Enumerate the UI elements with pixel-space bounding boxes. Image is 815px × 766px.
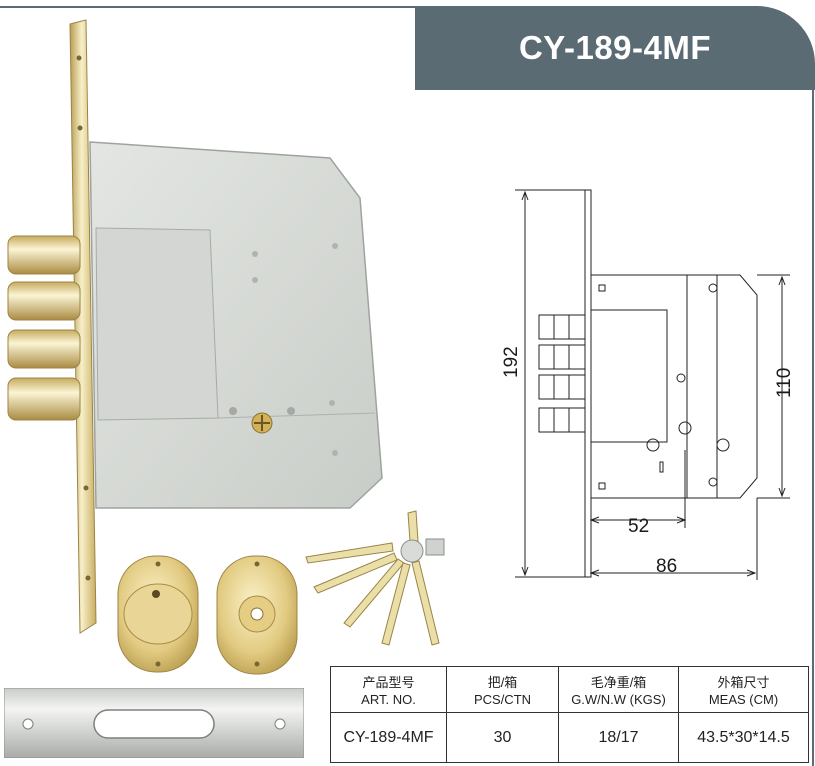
column-header-pcs-ctn: 把/箱 PCS/CTN	[446, 666, 559, 713]
dimension-drawing	[515, 189, 790, 580]
cell-weight: 18/17	[558, 712, 679, 763]
model-title: CY-189-4MF	[518, 29, 712, 66]
spec-value-row: CY-189-4MF 30 18/17 43.5*30*14.5	[330, 712, 809, 763]
column-header-en: G.W/N.W (KGS)	[571, 691, 666, 707]
dimension-backset: 52	[628, 516, 650, 537]
title-banner: CY-189-4MF	[415, 6, 815, 90]
bolts	[7, 235, 81, 421]
column-header-zh: 毛净重/箱	[590, 674, 647, 690]
column-header-en: PCS/CTN	[473, 691, 532, 707]
lock-photo	[7, 19, 383, 634]
strike-plate-photo	[4, 688, 304, 758]
cell-art-no: CY-189-4MF	[330, 712, 447, 763]
top-rule	[0, 6, 420, 8]
column-header-zh: 把/箱	[487, 674, 518, 690]
column-header-zh: 外箱尺寸	[717, 674, 770, 690]
right-rule	[812, 60, 814, 766]
spec-header-row: 产品型号 ART. NO. 把/箱 PCS/CTN 毛净重/箱 G.W/N.W …	[330, 666, 809, 713]
column-header-weight: 毛净重/箱 G.W/N.W (KGS)	[558, 666, 679, 713]
column-header-meas: 外箱尺寸 MEAS (CM)	[678, 666, 809, 713]
column-header-en: ART. NO.	[361, 691, 416, 707]
column-header-art-no: 产品型号 ART. NO.	[330, 666, 447, 713]
cell-meas: 43.5*30*14.5	[678, 712, 809, 763]
column-header-en: MEAS (CM)	[708, 691, 779, 707]
dimension-case-depth: 86	[656, 556, 678, 577]
cylinder-rosettes-photo	[117, 555, 298, 675]
spec-table: 产品型号 ART. NO. 把/箱 PCS/CTN 毛净重/箱 G.W/N.W …	[330, 666, 809, 763]
column-header-zh: 产品型号	[362, 674, 415, 690]
dimension-case-height: 110	[774, 367, 795, 398]
cell-pcs-ctn: 30	[446, 712, 559, 763]
keys-photo	[305, 510, 445, 646]
dimension-overall-height: 192	[501, 346, 522, 378]
